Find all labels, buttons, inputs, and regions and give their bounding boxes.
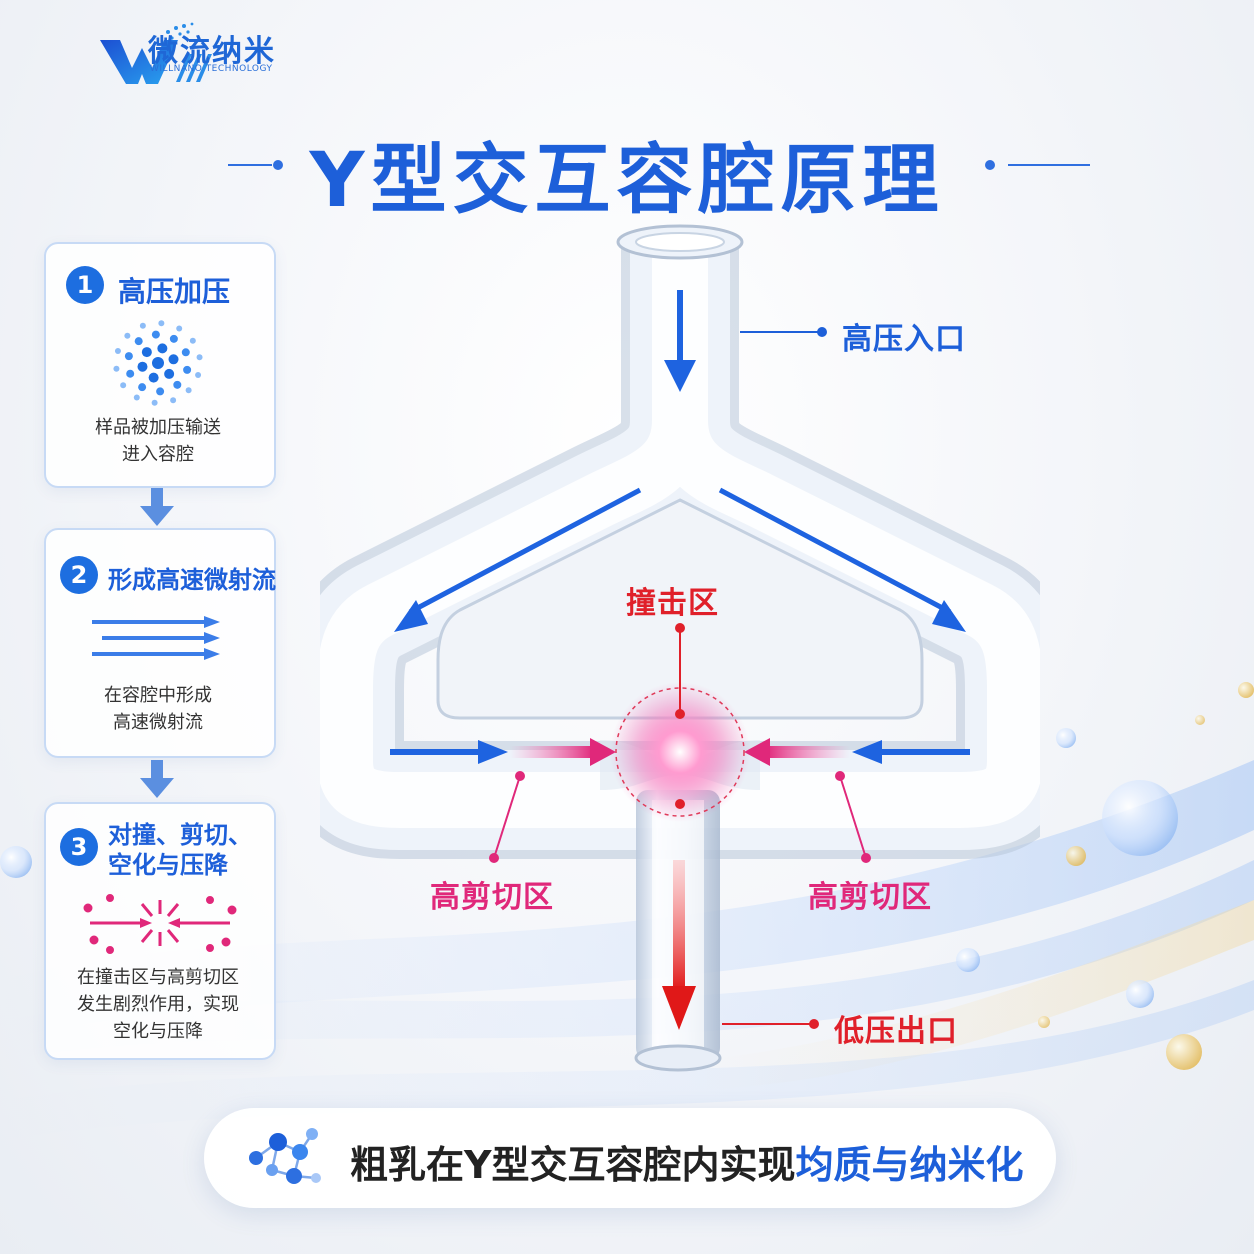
step-down-arrow-1	[140, 488, 174, 526]
outlet-arrow	[662, 860, 696, 1030]
impact-zone-circle	[615, 687, 745, 817]
page-title: Y型交互容腔原理	[309, 135, 945, 224]
logo-mark	[100, 22, 212, 84]
particle-dot	[157, 343, 168, 354]
molecule-icon	[249, 1128, 321, 1184]
logo-name-en: WILLNANO TECHNOLOGY	[150, 64, 273, 74]
particle-cluster-icon	[113, 320, 203, 406]
particle-dot	[176, 325, 183, 332]
step-number-1: 1	[66, 266, 104, 304]
step-down-arrow-2	[140, 760, 174, 798]
flow-arrows	[390, 290, 970, 764]
particle-dot	[152, 357, 164, 369]
particle-dot	[114, 348, 121, 355]
particle-dot	[195, 371, 202, 378]
particle-dot	[168, 354, 179, 365]
step-number-2: 2	[60, 556, 98, 594]
impact-zone-label: 撞击区	[626, 586, 719, 621]
particle-dot	[170, 397, 177, 404]
step-title-3: 对撞、剪切、 空化与压降	[108, 821, 252, 879]
shear-zone-right-label: 高剪切区	[808, 880, 932, 915]
shear-zone-left-label: 高剪切区	[430, 880, 554, 915]
step-desc-1: 样品被加压输送 进入容腔	[95, 417, 221, 465]
particle-dot	[133, 394, 140, 401]
particle-dot	[183, 365, 192, 374]
step-desc-3: 在撞击区与高剪切区 发生剧烈作用，实现 空化与压降	[77, 967, 239, 1042]
inlet-label: 高压入口	[842, 322, 966, 357]
step-title-2: 形成高速微射流	[108, 566, 276, 594]
particle-dot	[126, 369, 135, 378]
step-number-3: 3	[60, 828, 98, 866]
summary-banner	[204, 1108, 1056, 1208]
title-deco-right	[985, 160, 1090, 170]
particle-dot	[156, 387, 165, 396]
particle-dot	[185, 387, 192, 394]
particle-dot	[151, 330, 160, 339]
logo-name-cn: 微流纳米	[148, 34, 276, 69]
particle-dot	[196, 354, 203, 361]
particle-dot	[141, 347, 152, 358]
leader-lines	[489, 327, 871, 1029]
particle-dot	[120, 382, 127, 389]
jet-stream-icon	[92, 616, 220, 660]
particle-dot	[134, 337, 143, 346]
particle-dot	[124, 352, 133, 361]
y-chamber-diagram	[320, 224, 1040, 1072]
glass-tube	[320, 224, 1040, 1072]
particle-dot	[169, 334, 178, 343]
particle-dot	[148, 372, 159, 383]
shear-arrows	[510, 738, 850, 766]
burst-icon	[83, 894, 237, 954]
particle-dot	[138, 383, 147, 392]
particle-dot	[189, 337, 196, 344]
particle-dot	[151, 399, 158, 406]
summary-highlight: 均质与纳米化	[795, 1143, 1024, 1187]
particle-dot	[124, 332, 131, 339]
summary-text: 粗乳在Y型交互容腔内实现均质与纳米化	[350, 1143, 1024, 1187]
step-desc-2: 在容腔中形成 高速微射流	[104, 685, 212, 733]
outlet-label: 低压出口	[834, 1014, 958, 1049]
particle-dot	[181, 348, 190, 357]
particle-dot	[158, 320, 165, 327]
particle-dot	[173, 380, 182, 389]
impact-glow	[610, 682, 750, 822]
particle-dot	[137, 361, 148, 372]
title-deco-left	[228, 160, 283, 170]
step-title-1: 高压加压	[118, 275, 231, 308]
particle-dot	[139, 322, 146, 329]
particle-dot	[113, 365, 120, 372]
particle-dot	[164, 368, 175, 379]
